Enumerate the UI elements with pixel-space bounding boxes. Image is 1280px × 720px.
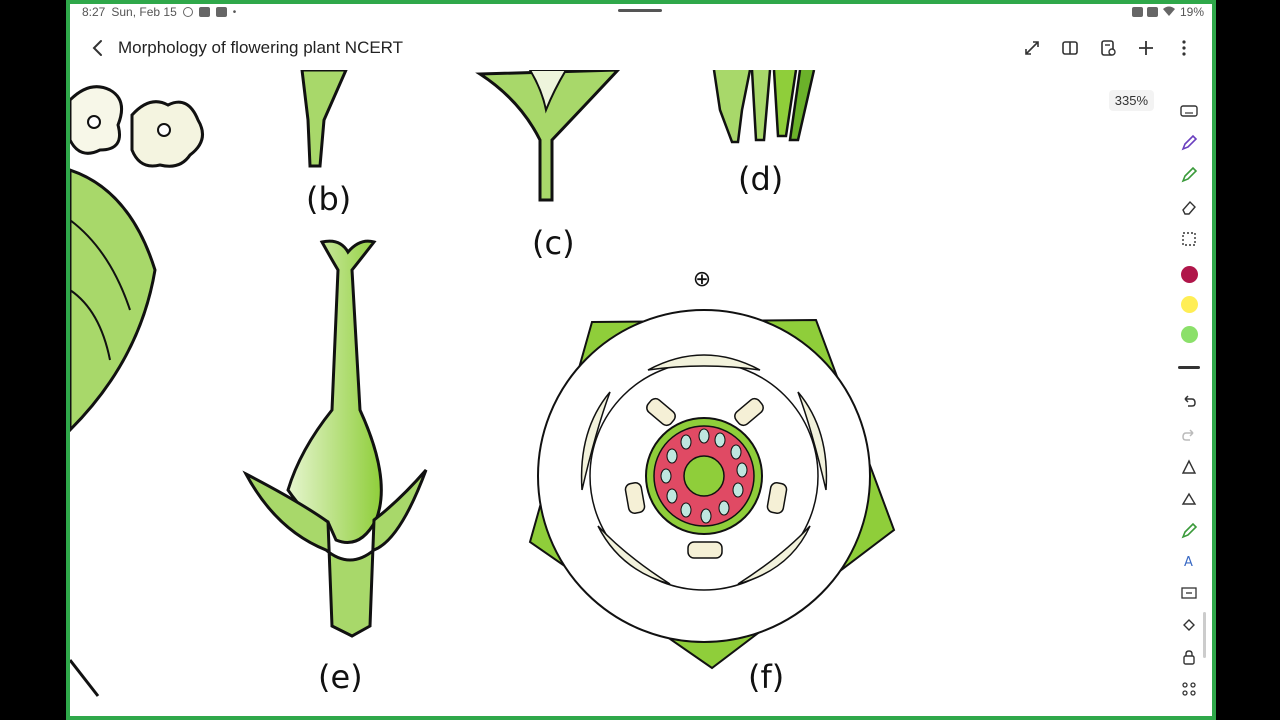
figure-f-floral-diagram: ⊕ [530, 267, 894, 668]
vertical-scrollbar[interactable] [1203, 612, 1206, 658]
more-tools-icon [1180, 680, 1198, 698]
auto-shape-tool[interactable] [1178, 488, 1200, 510]
chevron-left-icon [91, 39, 105, 57]
fill-tool[interactable] [1178, 614, 1200, 636]
lock-icon [1180, 648, 1198, 666]
eraser-tool[interactable] [1178, 196, 1200, 218]
flower-illustration: ⊕ [70, 70, 1166, 716]
figure-d [714, 70, 814, 142]
more-options-button[interactable] [1172, 36, 1196, 60]
text-recognition-icon: A [1180, 552, 1198, 570]
battery-level: 19% [1180, 5, 1204, 19]
wifi-icon [1162, 5, 1176, 19]
youtube-icon [216, 7, 227, 17]
shape-icon [1180, 458, 1198, 476]
eraser-icon [1180, 198, 1198, 216]
color-swatch-maroon[interactable] [1181, 266, 1198, 283]
mail-icon [199, 7, 210, 17]
mute-icon [1147, 7, 1158, 17]
text-box-icon [1180, 584, 1198, 602]
figure-b [302, 70, 346, 166]
label-b: (b) [306, 180, 351, 218]
highlighter-tool[interactable] [1178, 164, 1200, 186]
title-actions [1020, 36, 1196, 60]
auto-shape-icon [1180, 490, 1198, 508]
partial-leaf [70, 170, 155, 696]
undo-icon [1180, 392, 1198, 410]
book-view-button[interactable] [1058, 36, 1082, 60]
screen: 8:27 Sun, Feb 15 • 19% [70, 4, 1212, 716]
lasso-select-icon [1180, 230, 1198, 248]
zoom-level-badge: 335% [1109, 90, 1154, 111]
svg-text:⊕: ⊕ [693, 267, 711, 292]
fill-icon [1180, 616, 1198, 634]
page-settings-icon [1099, 39, 1117, 57]
device-frame: 8:27 Sun, Feb 15 • 19% [66, 0, 1216, 720]
more-vertical-icon [1181, 39, 1187, 57]
note-canvas[interactable]: ⊕ [70, 70, 1166, 716]
color-swatch-green[interactable] [1181, 326, 1198, 343]
status-date: Sun, Feb 15 [111, 5, 176, 19]
partial-flowers [70, 87, 203, 167]
keyboard-tool[interactable] [1178, 100, 1200, 122]
book-icon [1061, 39, 1079, 57]
text-pen-tool[interactable] [1178, 520, 1200, 542]
color-swatch-yellow[interactable] [1181, 296, 1198, 313]
toolbar-divider [1178, 366, 1200, 369]
pen-icon [1180, 134, 1198, 152]
status-right: 19% [1132, 5, 1204, 19]
drag-handle[interactable] [618, 9, 662, 12]
add-page-button[interactable] [1134, 36, 1158, 60]
status-bar: 8:27 Sun, Feb 15 • 19% [70, 4, 1212, 20]
expand-icon [1023, 39, 1041, 57]
page-title: Morphology of flowering plant NCERT [118, 38, 403, 58]
dnd-icon [183, 7, 193, 17]
alarm-icon [1132, 7, 1143, 17]
shape-tool[interactable] [1178, 456, 1200, 478]
dot-icon: • [233, 7, 237, 18]
status-left: 8:27 Sun, Feb 15 • [82, 5, 236, 19]
redo-icon [1180, 426, 1198, 444]
undo-button[interactable] [1178, 390, 1200, 412]
page-settings-button[interactable] [1096, 36, 1120, 60]
figure-e [246, 241, 426, 636]
label-e: (e) [318, 658, 363, 696]
pen-tool[interactable] [1178, 132, 1200, 154]
fullscreen-button[interactable] [1020, 36, 1044, 60]
label-c: (c) [532, 224, 575, 262]
redo-button[interactable] [1178, 424, 1200, 446]
svg-text:A: A [1184, 555, 1193, 570]
text-box-tool[interactable] [1178, 582, 1200, 604]
figure-c [480, 70, 618, 200]
lock-tool[interactable] [1178, 646, 1200, 668]
handwriting-to-text-tool[interactable]: A [1178, 550, 1200, 572]
text-pen-icon [1180, 522, 1198, 540]
title-bar: Morphology of flowering plant NCERT [70, 26, 1212, 70]
back-button[interactable] [86, 36, 110, 60]
lasso-tool[interactable] [1178, 228, 1200, 250]
label-f: (f) [748, 658, 784, 696]
drawing-toolbar: A [1166, 92, 1212, 716]
status-time: 8:27 [82, 5, 105, 19]
highlighter-icon [1180, 166, 1198, 184]
plus-icon [1137, 39, 1155, 57]
keyboard-icon [1180, 104, 1198, 118]
label-d: (d) [738, 160, 783, 198]
more-tools-button[interactable] [1178, 678, 1200, 700]
